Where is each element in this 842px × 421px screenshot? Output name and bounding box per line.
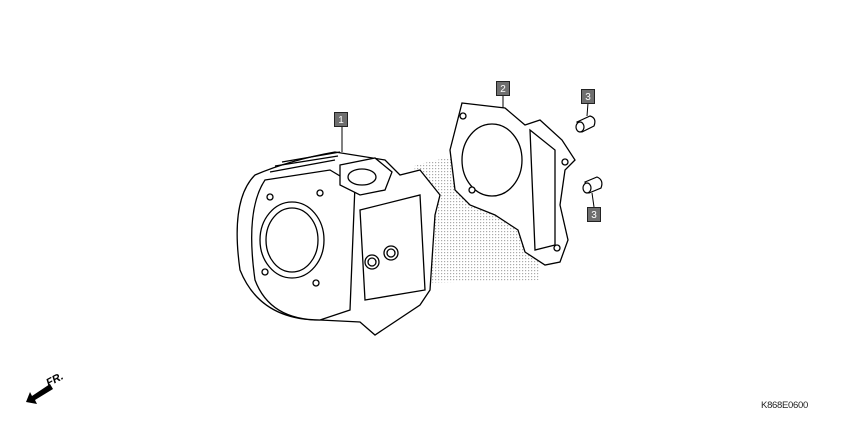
gasket-drawing xyxy=(449,102,576,266)
callout-2[interactable]: 2 xyxy=(496,81,510,96)
dowel-pins-drawing xyxy=(575,115,603,194)
cylinder-drawing xyxy=(236,151,441,336)
callout-3-lower[interactable]: 3 xyxy=(587,207,601,222)
callout-1[interactable]: 1 xyxy=(334,112,348,127)
front-direction-arrow-icon xyxy=(26,384,53,404)
callout-3-upper[interactable]: 3 xyxy=(581,89,595,104)
diagram-code: K868E0600 xyxy=(761,400,808,411)
leader-lines xyxy=(341,95,595,208)
